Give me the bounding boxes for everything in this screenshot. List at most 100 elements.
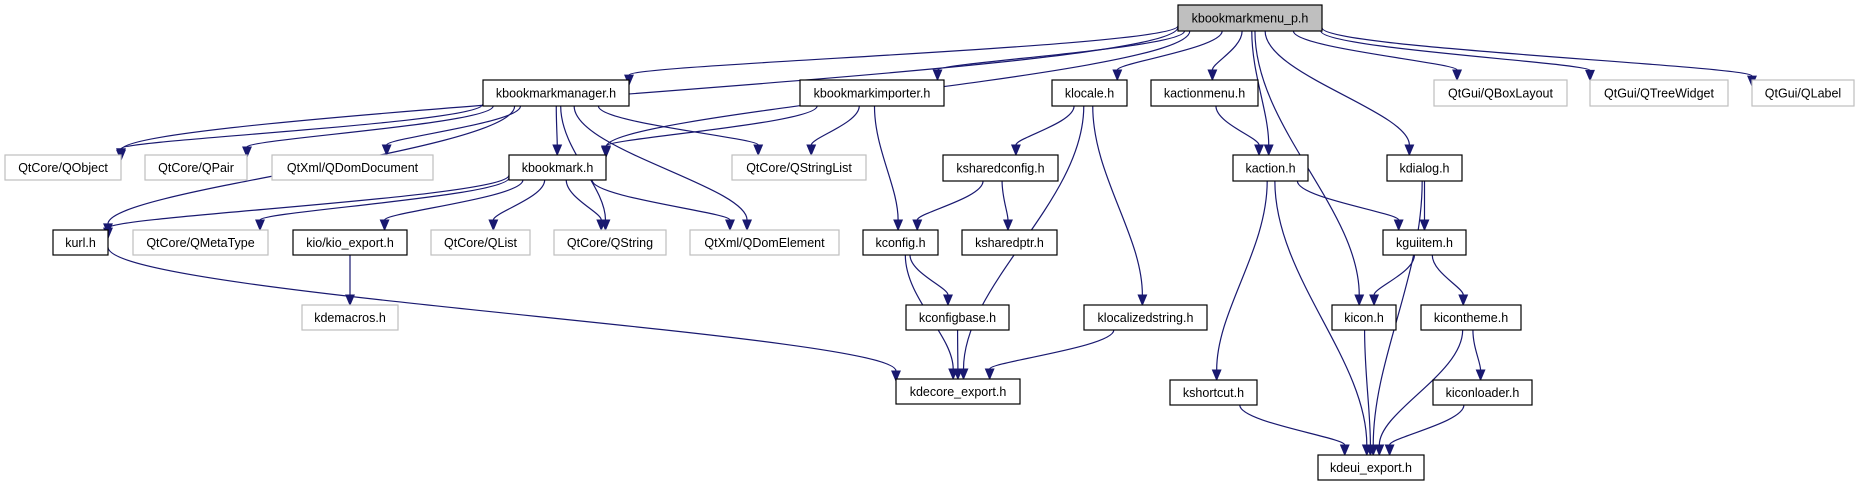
include-edge-kbookmarkmanager-to-qobject [116, 103, 484, 161]
node-label: kguiitem.h [1396, 236, 1453, 250]
arrowhead-icon [488, 219, 499, 232]
include-edge-klocale-to-klocalizedstring [1092, 105, 1148, 307]
include-edge-kbookmarkmanager-to-qdomelement [573, 105, 753, 232]
node-kiconloader[interactable]: kiconloader.h [1432, 379, 1533, 406]
arrowhead-icon [893, 219, 904, 232]
include-edge-kguiitem-to-kicontheme [1431, 254, 1469, 307]
edge-line [1001, 180, 1009, 221]
node-kdeui-export[interactable]: kdeui_export.h [1317, 454, 1425, 481]
arrowhead-icon [1369, 294, 1380, 307]
node-label: kio/kio_export.h [306, 236, 394, 250]
node-kurl[interactable]: kurl.h [52, 229, 109, 256]
edge-line [1264, 30, 1410, 146]
node-label: kbookmark.h [522, 161, 594, 175]
node-ksharedptr[interactable]: ksharedptr.h [961, 229, 1058, 256]
edge-line [1092, 105, 1143, 296]
arrowhead-icon [1419, 219, 1430, 232]
node-box [1386, 154, 1463, 182]
node-box [961, 229, 1058, 256]
node-qlist: QtCore/QList [430, 229, 531, 256]
arrowhead-icon [381, 144, 392, 157]
node-klocalizedstring[interactable]: klocalizedstring.h [1083, 304, 1208, 331]
node-kdecore-export[interactable]: kdecore_export.h [895, 378, 1021, 405]
node-kconfigbase[interactable]: kconfigbase.h [905, 304, 1010, 331]
include-edge-kbookmarkmanager-to-qstringlist [597, 105, 764, 157]
arrowhead-icon [552, 144, 563, 157]
node-box [1317, 454, 1425, 481]
include-edge-kconfigbase-to-kdecore_export [952, 329, 963, 381]
node-label: QtCore/QList [444, 236, 517, 250]
node-kicontheme[interactable]: kicontheme.h [1420, 304, 1522, 331]
include-edge-kbookmark-to-kurl [103, 174, 510, 240]
include-edge-kbookmarkimporter-to-kbookmark [601, 105, 818, 158]
edge-line [383, 179, 524, 221]
arrowhead-icon [1365, 444, 1376, 457]
node-kio-export[interactable]: kio/kio_export.h [292, 229, 408, 256]
edge-line [492, 179, 546, 221]
arrowhead-icon [596, 219, 607, 232]
node-box [292, 229, 408, 256]
node-box [482, 79, 630, 107]
node-kshortcut[interactable]: kshortcut.h [1169, 379, 1258, 406]
node-kconfig[interactable]: kconfig.h [862, 229, 939, 256]
arrowhead-icon [742, 219, 753, 232]
include-edge-kbookmarkmenu_p-to-kactionmenu [1207, 30, 1243, 82]
arrowhead-icon [601, 145, 611, 158]
node-label: kicontheme.h [1434, 311, 1508, 325]
edge-line [1211, 30, 1243, 71]
edge-line [1320, 30, 1591, 71]
node-klocale[interactable]: klocale.h [1051, 79, 1128, 107]
edge-line [1216, 180, 1268, 371]
include-edge-kbookmarkmanager-to-kbookmark [552, 105, 563, 157]
node-label: kdecore_export.h [910, 385, 1007, 399]
node-kguiitem[interactable]: kguiitem.h [1382, 229, 1467, 256]
node-kbookmark[interactable]: kbookmark.h [508, 154, 607, 181]
arrowhead-icon [1112, 69, 1123, 82]
edge-line [1292, 30, 1458, 71]
node-kbookmarkmanager[interactable]: kbookmarkmanager.h [482, 79, 630, 107]
node-kicon[interactable]: kicon.h [1331, 304, 1397, 331]
node-box [430, 229, 531, 256]
node-qstring: QtCore/QString [553, 229, 667, 256]
node-ksharedconfig[interactable]: ksharedconfig.h [942, 154, 1059, 182]
edge-line [1472, 329, 1482, 371]
arrowhead-icon [1452, 69, 1463, 82]
node-box [1751, 79, 1855, 107]
node-label: QtCore/QMetaType [146, 236, 254, 250]
node-box [689, 229, 840, 256]
arrowhead-icon [379, 219, 390, 232]
arrowhead-icon [116, 148, 126, 161]
node-qboxlayout: QtGui/QBoxLayout [1433, 79, 1568, 107]
include-edge-ksharedconfig-to-ksharedptr [1001, 180, 1013, 232]
node-box [895, 378, 1021, 405]
edge-line [386, 105, 522, 146]
node-kbookmarkimporter[interactable]: kbookmarkimporter.h [799, 79, 945, 107]
edge-line [591, 179, 731, 221]
node-kactionmenu[interactable]: kactionmenu.h [1150, 79, 1259, 107]
node-label: kdemacros.h [314, 311, 386, 325]
node-label: ksharedptr.h [975, 236, 1044, 250]
edge-line [120, 103, 484, 150]
node-label: kconfig.h [875, 236, 925, 250]
edge-line [1239, 404, 1346, 446]
include-edge-kbookmark-to-kio_export [379, 179, 524, 232]
node-label: ksharedconfig.h [956, 162, 1044, 176]
node-kdialog[interactable]: kdialog.h [1386, 154, 1463, 182]
node-box [1150, 79, 1259, 107]
include-edge-kbookmarkmenu_p-to-kbookmarkimporter [932, 30, 1186, 82]
arrowhead-icon [1010, 144, 1021, 157]
node-kaction[interactable]: kaction.h [1232, 154, 1309, 182]
include-edge-klocale-to-ksharedconfig [1010, 105, 1075, 157]
node-box [1382, 229, 1467, 256]
arrowhead-icon [806, 144, 817, 157]
include-edge-kbookmark-to-qlist [488, 179, 546, 232]
node-label: QtXml/QDomElement [704, 236, 825, 250]
include-edge-kicontheme-to-kiconloader [1472, 329, 1486, 382]
edge-line [1251, 30, 1270, 146]
arrowhead-icon [255, 219, 265, 232]
node-label: QtGui/QTreeWidget [1604, 87, 1715, 101]
include-edge-ksharedconfig-to-kconfig [912, 180, 984, 232]
node-kbookmarkmenu-p[interactable]: kbookmarkmenu_p.h [1177, 4, 1323, 32]
node-label: klocale.h [1065, 87, 1114, 101]
